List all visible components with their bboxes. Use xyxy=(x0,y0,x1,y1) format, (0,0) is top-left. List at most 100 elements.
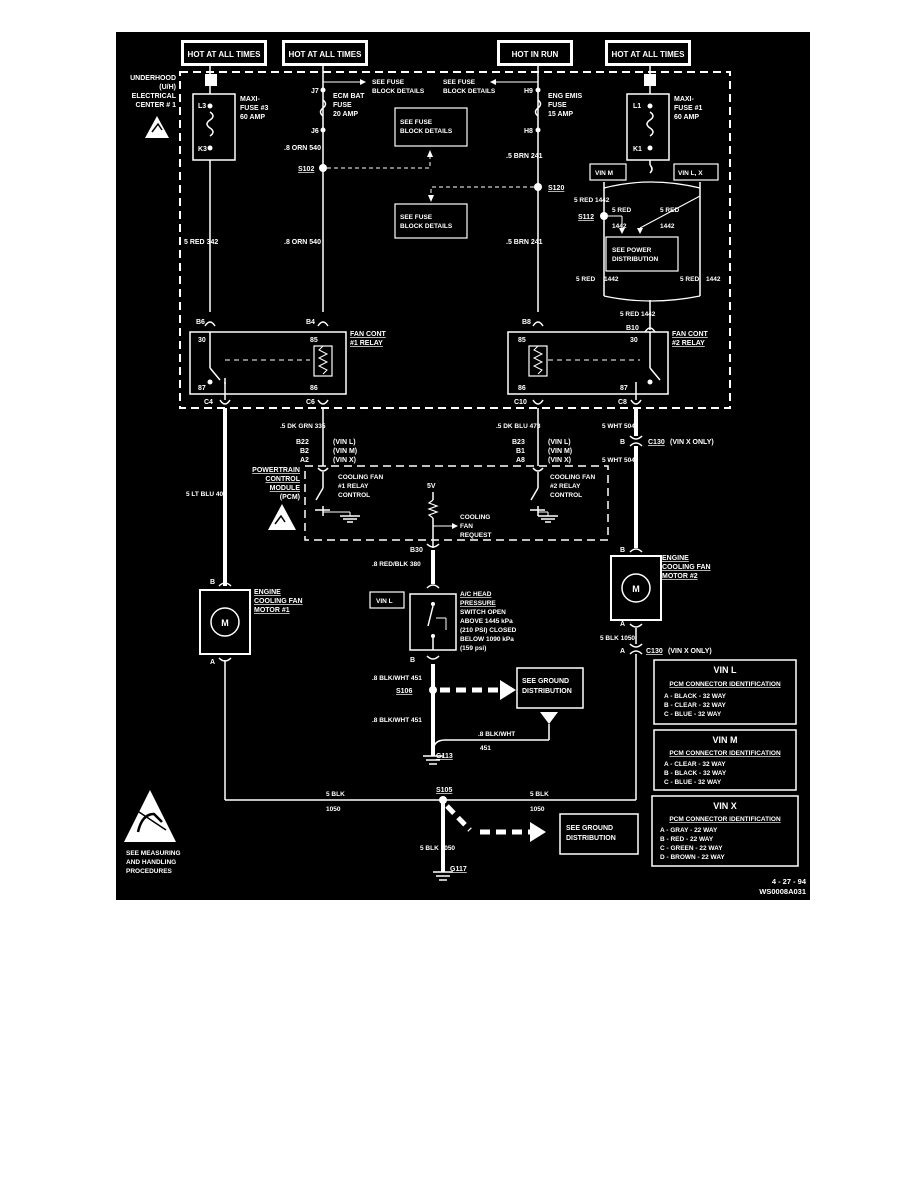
svg-text:ECM BAT: ECM BAT xyxy=(333,93,365,100)
svg-text:FUSE #1: FUSE #1 xyxy=(674,105,703,112)
svg-text:VIN X: VIN X xyxy=(713,801,737,811)
svg-text:B2: B2 xyxy=(300,448,309,455)
svg-text:(VIN M): (VIN M) xyxy=(548,448,572,455)
svg-text:C130: C130 xyxy=(648,439,665,446)
splice-s120: S120 xyxy=(428,183,564,202)
svg-text:B23: B23 xyxy=(512,439,525,446)
svg-text:AND HANDLING: AND HANDLING xyxy=(126,859,176,866)
svg-text:5 BLK 1050: 5 BLK 1050 xyxy=(420,845,455,852)
svg-text:MOTOR #1: MOTOR #1 xyxy=(254,607,290,614)
svg-text:VIN M: VIN M xyxy=(595,170,613,177)
svg-text:S102: S102 xyxy=(298,166,314,173)
lower-wires xyxy=(223,408,638,872)
svg-text:(VIN X ONLY): (VIN X ONLY) xyxy=(668,648,712,655)
svg-text:H8: H8 xyxy=(524,128,533,135)
svg-text:SEE FUSE: SEE FUSE xyxy=(443,79,476,86)
svg-text:B30: B30 xyxy=(410,547,423,554)
svg-text:SEE FUSE: SEE FUSE xyxy=(372,79,405,86)
maxi-fuse-1: L1 K1 MAXI- FUSE #1 60 AMP xyxy=(626,74,703,161)
svg-text:1050: 1050 xyxy=(530,806,545,813)
svg-text:C - BLUE - 32 WAY: C - BLUE - 32 WAY xyxy=(664,779,722,786)
svg-text:B - BLACK - 32 WAY: B - BLACK - 32 WAY xyxy=(664,770,727,777)
svg-text:UNDERHOOD: UNDERHOOD xyxy=(130,75,176,82)
svg-text:85: 85 xyxy=(310,337,318,344)
svg-text:A - GRAY - 22 WAY: A - GRAY - 22 WAY xyxy=(660,827,718,834)
svg-text:ELECTRICAL: ELECTRICAL xyxy=(132,93,177,100)
wire-label-241-top: .5 BRN 241 xyxy=(506,153,543,160)
svg-text:C10: C10 xyxy=(514,399,527,406)
svg-text:5 RED: 5 RED xyxy=(660,207,679,214)
svg-text:PCM CONNECTOR IDENTIFICATION: PCM CONNECTOR IDENTIFICATION xyxy=(669,681,781,688)
svg-text:#1 RELAY: #1 RELAY xyxy=(338,483,369,490)
svg-text:CONTROL: CONTROL xyxy=(265,476,300,483)
svg-text:C130: C130 xyxy=(646,648,663,655)
svg-text:(VIN X): (VIN X) xyxy=(548,457,571,464)
wire-label-409: 5 LT BLU 409 xyxy=(186,491,227,498)
svg-text:B8: B8 xyxy=(522,319,531,326)
fuse-block-details-box-2: SEE FUSE BLOCK DETAILS xyxy=(394,203,468,239)
svg-text:COOLING FAN: COOLING FAN xyxy=(338,474,383,481)
wire-label-540: .8 ORN 540 xyxy=(284,239,321,246)
svg-text:5 RED 1442: 5 RED 1442 xyxy=(620,311,656,318)
svg-text:J6: J6 xyxy=(311,128,319,135)
svg-text:(VIN L): (VIN L) xyxy=(333,439,356,446)
svg-text:MOTOR #2: MOTOR #2 xyxy=(662,573,698,580)
svg-text:COOLING FAN: COOLING FAN xyxy=(550,474,595,481)
svg-text:1442: 1442 xyxy=(660,223,675,230)
svg-text:BELOW 1090 kPa: BELOW 1090 kPa xyxy=(460,636,514,643)
svg-text:5 BLK 1050: 5 BLK 1050 xyxy=(600,635,635,642)
svg-text:L1: L1 xyxy=(633,103,641,110)
svg-text:ENGINE: ENGINE xyxy=(254,589,281,596)
svg-text:ENG EMIS: ENG EMIS xyxy=(548,93,583,100)
svg-text:BLOCK DETAILS: BLOCK DETAILS xyxy=(372,88,425,95)
svg-text:A - CLEAR - 32 WAY: A - CLEAR - 32 WAY xyxy=(664,761,726,768)
svg-text:PROCEDURES: PROCEDURES xyxy=(126,868,173,875)
svg-text:MAXI-: MAXI- xyxy=(674,96,695,103)
svg-text:A/C HEAD: A/C HEAD xyxy=(460,591,492,598)
svg-text:B22: B22 xyxy=(296,439,309,446)
svg-text:(VIN X ONLY): (VIN X ONLY) xyxy=(670,439,714,446)
svg-text:FAN CONT: FAN CONT xyxy=(672,331,709,338)
wire-label-342: 5 RED 342 xyxy=(184,239,218,246)
svg-text:VIN L: VIN L xyxy=(376,598,393,605)
svg-text:B4: B4 xyxy=(306,319,315,326)
header-label: HOT AT ALL TIMES xyxy=(289,50,363,59)
table-vin-x: VIN X PCM CONNECTOR IDENTIFICATION A - G… xyxy=(651,795,799,867)
diagram-date: 4 - 27 - 94 xyxy=(772,877,807,886)
powertrain-control-module: POWERTRAIN CONTROL MODULE (PCM) COOLING … xyxy=(252,465,609,554)
svg-text:CENTER # 1: CENTER # 1 xyxy=(136,102,177,109)
diagram-code: WS0008A031 xyxy=(759,887,806,896)
header-hot-in-run: HOT IN RUN xyxy=(497,40,573,66)
svg-text:C - BLUE - 32 WAY: C - BLUE - 32 WAY xyxy=(664,711,722,718)
svg-text:S112: S112 xyxy=(578,214,594,221)
svg-text:COOLING: COOLING xyxy=(460,514,490,521)
svg-text:PCM CONNECTOR IDENTIFICATION: PCM CONNECTOR IDENTIFICATION xyxy=(669,750,781,757)
svg-text:S120: S120 xyxy=(548,185,564,192)
svg-text:85: 85 xyxy=(518,337,526,344)
wire-label-504-top: 5 WHT 504 xyxy=(602,423,635,430)
svg-text:87: 87 xyxy=(198,385,206,392)
svg-text:1050: 1050 xyxy=(528,807,543,814)
svg-text:B: B xyxy=(620,439,625,446)
svg-text:VIN L: VIN L xyxy=(713,665,737,675)
table-vin-l: VIN L PCM CONNECTOR IDENTIFICATION A - B… xyxy=(653,659,797,725)
svg-text:(210 PSI) CLOSED: (210 PSI) CLOSED xyxy=(460,627,517,634)
uec-bottom-connectors: C4 C6 C10 C8 xyxy=(204,399,642,406)
svg-text:C6: C6 xyxy=(306,399,315,406)
svg-text:SEE GROUND: SEE GROUND xyxy=(522,678,569,685)
header-hot-at-all-times-1: HOT AT ALL TIMES xyxy=(181,40,267,66)
svg-text:#2 RELAY: #2 RELAY xyxy=(550,483,581,490)
splice-s106-ground: .8 BLK/WHT 451 S106 SEE GROUND DISTRIBUT… xyxy=(372,667,584,765)
eng-emis-fuse: H9 H8 ENG EMIS FUSE 15 AMP SEE FUSE BLOC… xyxy=(443,79,583,135)
svg-text:SWITCH OPEN: SWITCH OPEN xyxy=(460,609,506,616)
svg-text:1442: 1442 xyxy=(612,223,627,230)
svg-text:PRESSURE: PRESSURE xyxy=(460,600,496,607)
svg-text:(PCM): (PCM) xyxy=(280,494,300,501)
svg-text:FUSE: FUSE xyxy=(333,102,352,109)
svg-text:.8 BLK/WHT: .8 BLK/WHT xyxy=(478,731,515,738)
svg-text:30: 30 xyxy=(630,337,638,344)
svg-text:REQUEST: REQUEST xyxy=(460,532,491,539)
svg-text:SEE MEASURING: SEE MEASURING xyxy=(126,850,181,857)
svg-text:ENGINE: ENGINE xyxy=(662,555,689,562)
table-vin-m: VIN M PCM CONNECTOR IDENTIFICATION A - C… xyxy=(653,729,797,791)
